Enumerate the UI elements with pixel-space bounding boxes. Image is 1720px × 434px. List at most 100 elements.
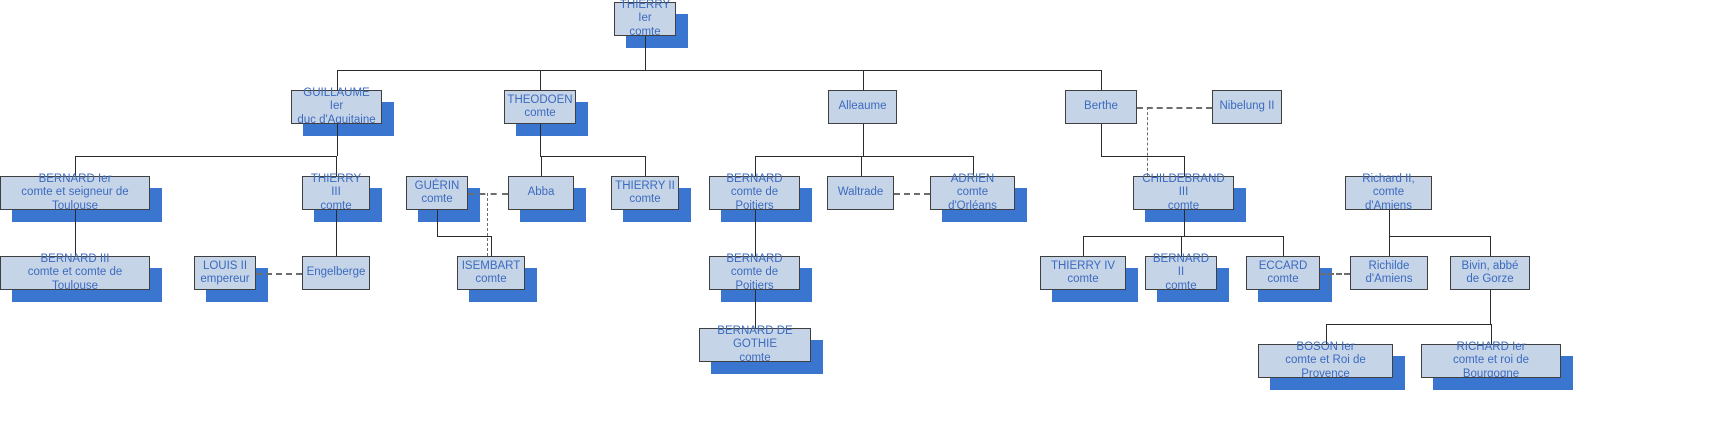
union-louis2-engelberge — [256, 273, 302, 275]
node-berthe[interactable]: Berthe — [1065, 90, 1137, 124]
edge-parent-thierry3 — [336, 210, 337, 236]
node-bivin[interactable]: Bivin, abbé de Gorze — [1450, 256, 1530, 290]
node-label: THIERRY Ier comte — [619, 0, 671, 38]
node-thierry3[interactable]: THIERRY III comte — [302, 173, 370, 212]
node-childebrand3[interactable]: CHILDEBRAND III comte — [1133, 173, 1234, 212]
node-label: Waltrade — [837, 186, 884, 199]
edge-parent-bernardP2 — [755, 290, 756, 308]
edge-parent-bernardP — [755, 210, 756, 236]
edge-bus-theodoen — [540, 156, 645, 157]
node-label: Abba — [527, 186, 555, 199]
edge-parent-richard2 — [1389, 210, 1390, 236]
node-label: BERNARD comte de Poitiers — [726, 252, 783, 292]
edge-child-bernard2 — [1181, 236, 1182, 256]
edge-bus-berthe — [1101, 156, 1184, 157]
edge-parent-bernard1 — [75, 210, 76, 236]
node-abba[interactable]: Abba — [508, 176, 574, 210]
edge-child-bernardP2 — [755, 236, 756, 256]
edge-child-childebrand3 — [1184, 156, 1185, 176]
node-bernard1[interactable]: BERNARD Ier comte et seigneur de Toulous… — [0, 173, 150, 212]
node-theodoen[interactable]: THEODOEN comte — [504, 90, 576, 124]
node-bernard2[interactable]: BERNARD II comte — [1145, 253, 1217, 292]
node-label: GUILLAUME Ier duc d'Aquitaine — [297, 86, 376, 126]
node-guerin[interactable]: GUÉRIN comte — [406, 176, 468, 210]
node-label: BERNARD Ier comte et seigneur de Toulous… — [21, 172, 129, 212]
edge-child-alleaume — [863, 70, 864, 90]
edge-parent-berthe — [1101, 124, 1102, 156]
union-drop-berthe-nibelung — [1147, 107, 1148, 176]
union-drop-guerin-abba — [487, 193, 488, 256]
node-thierry1[interactable]: THIERRY Ier comte — [614, 0, 676, 38]
node-label: LOUIS II empereur — [200, 259, 250, 286]
edge-child-waltrade — [861, 156, 862, 176]
edge-parent-bivin — [1490, 290, 1491, 324]
node-bernard3[interactable]: BERNARD III comte et comte de Toulouse — [0, 253, 150, 292]
edge-parent-theodoen — [540, 124, 541, 156]
edge-parent-alleaume — [863, 124, 864, 156]
edge-parent-thierry1 — [645, 36, 646, 70]
edge-bus-childebrand3 — [1083, 236, 1283, 237]
node-adrien[interactable]: ADRIEN comte d'Orléans — [930, 173, 1015, 212]
node-richard2[interactable]: Richard II, comte d'Amiens — [1345, 173, 1432, 212]
edge-child-bivin — [1490, 236, 1491, 256]
node-isembart[interactable]: ISEMBART comte — [457, 256, 525, 290]
node-louis2[interactable]: LOUIS II empereur — [194, 256, 256, 290]
node-label: Richard II, comte d'Amiens — [1362, 172, 1415, 212]
edge-bus-thierry1 — [337, 70, 1101, 71]
edge-child-thierry2 — [645, 156, 646, 176]
edge-parent-childebrand3 — [1184, 210, 1185, 236]
node-richilde[interactable]: Richilde d'Amiens — [1350, 256, 1428, 290]
edge-bus-richard2 — [1389, 236, 1490, 237]
node-label: ECCARD comte — [1258, 259, 1308, 286]
edge-parent-guillaume1 — [337, 124, 338, 156]
edge-child-richilde — [1389, 236, 1390, 256]
edge-child-berthe — [1101, 70, 1102, 90]
node-richard1[interactable]: RICHARD Ier comte et roi de Bourgogne — [1421, 341, 1561, 380]
node-label: BERNARD DE GOTHIE comte — [717, 324, 793, 364]
node-label: THEODOEN comte — [507, 93, 573, 120]
node-nibelung2[interactable]: Nibelung II — [1212, 90, 1282, 124]
edge-child-bernard1 — [75, 156, 76, 176]
node-thierry2[interactable]: THIERRY II comte — [611, 176, 679, 210]
node-bernardP[interactable]: BERNARD comte de Poitiers — [709, 173, 800, 212]
node-label: BERNARD II comte — [1152, 252, 1210, 292]
node-label: Alleaume — [838, 100, 887, 113]
node-bernardP2[interactable]: BERNARD comte de Poitiers — [709, 253, 800, 292]
node-waltrade[interactable]: Waltrade — [827, 176, 894, 210]
node-eccard[interactable]: ECCARD comte — [1246, 256, 1320, 290]
edge-bus-guillaume1 — [75, 156, 337, 157]
node-label: Engelberge — [306, 266, 366, 279]
node-label: BERNARD comte de Poitiers — [726, 172, 783, 212]
node-engelberge[interactable]: Engelberge — [302, 256, 370, 290]
edge-child-thierry4 — [1083, 236, 1084, 256]
union-eccard-richilde — [1320, 273, 1350, 275]
node-label: GUÉRIN comte — [414, 179, 460, 206]
node-label: ISEMBART comte — [461, 259, 521, 286]
node-guillaume1[interactable]: GUILLAUME Ier duc d'Aquitaine — [291, 87, 382, 126]
node-label: Berthe — [1084, 100, 1118, 113]
node-alleaume[interactable]: Alleaume — [828, 90, 897, 124]
edge-bus-alleaume — [755, 156, 973, 157]
node-thierry4[interactable]: THIERRY IV comte — [1040, 256, 1126, 290]
edge-bus-bivin — [1326, 324, 1491, 325]
edge-child-thierry3 — [336, 156, 337, 176]
edge-bus-guerin — [437, 236, 491, 237]
edge-child-abba — [541, 156, 542, 176]
node-label: ADRIEN comte d'Orléans — [948, 172, 997, 212]
node-label: Nibelung II — [1219, 100, 1275, 113]
edge-child-boson1 — [1326, 324, 1327, 344]
node-bernardgothie[interactable]: BERNARD DE GOTHIE comte — [699, 325, 811, 364]
node-label: THIERRY II comte — [615, 179, 675, 206]
union-berthe-nibelung2 — [1137, 107, 1212, 109]
node-label: BOSON Ier comte et Roi de Provence — [1285, 340, 1366, 380]
edge-child-bernard3 — [75, 236, 76, 256]
union-guerin-abba — [468, 193, 508, 195]
node-boson1[interactable]: BOSON Ier comte et Roi de Provence — [1258, 341, 1393, 380]
node-label: THIERRY IV comte — [1050, 259, 1116, 286]
node-label: Bivin, abbé de Gorze — [1461, 259, 1519, 286]
edge-child-adrien — [973, 156, 974, 176]
edge-child-bernardP — [755, 156, 756, 176]
node-label: RICHARD Ier comte et roi de Bourgogne — [1452, 340, 1530, 380]
union-waltrade-adrien — [894, 193, 930, 195]
